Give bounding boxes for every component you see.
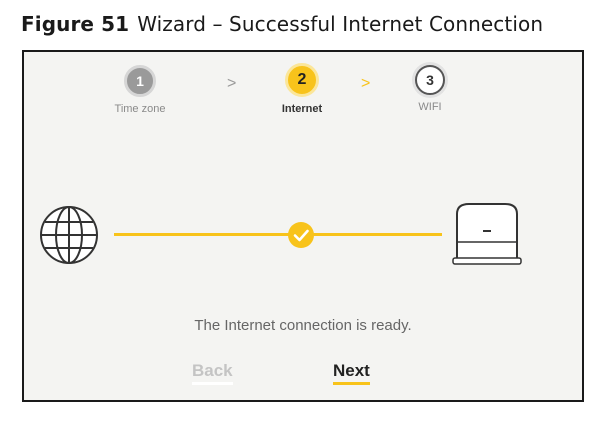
- step-1-indicator: 1: [124, 65, 156, 97]
- step-internet[interactable]: 2 Internet: [257, 63, 347, 115]
- step-1-label: Time zone: [114, 103, 166, 115]
- step-time-zone[interactable]: 1 Time zone: [95, 65, 185, 115]
- connection-status-message: The Internet connection is ready.: [194, 317, 412, 334]
- router-icon: [452, 203, 522, 265]
- back-button-label: Back: [192, 361, 233, 380]
- step-2-indicator: 2: [285, 63, 319, 97]
- back-button-underline: [192, 382, 233, 385]
- step-separator-2: >: [361, 75, 371, 92]
- next-button-underline: [333, 382, 370, 385]
- figure-number: Figure 51: [21, 12, 130, 36]
- figure-title: Wizard – Successful Internet Connection: [137, 12, 544, 36]
- step-wifi[interactable]: 3 WIFI: [385, 65, 475, 113]
- step-3-label: WIFI: [418, 101, 442, 113]
- connection-line: [114, 233, 442, 236]
- step-separator-1: >: [227, 75, 237, 92]
- step-2-label: Internet: [281, 103, 323, 115]
- checkmark-icon: [288, 222, 314, 248]
- figure-caption: Figure 51 Wizard – Successful Internet Co…: [21, 12, 543, 36]
- step-3-indicator: 3: [415, 65, 445, 95]
- back-button[interactable]: Back: [192, 361, 233, 385]
- next-button[interactable]: Next: [333, 361, 370, 385]
- wizard-panel: 1 Time zone > 2 Internet > 3 WIFI The In…: [22, 50, 584, 402]
- globe-icon: [40, 206, 98, 264]
- next-button-label: Next: [333, 361, 370, 380]
